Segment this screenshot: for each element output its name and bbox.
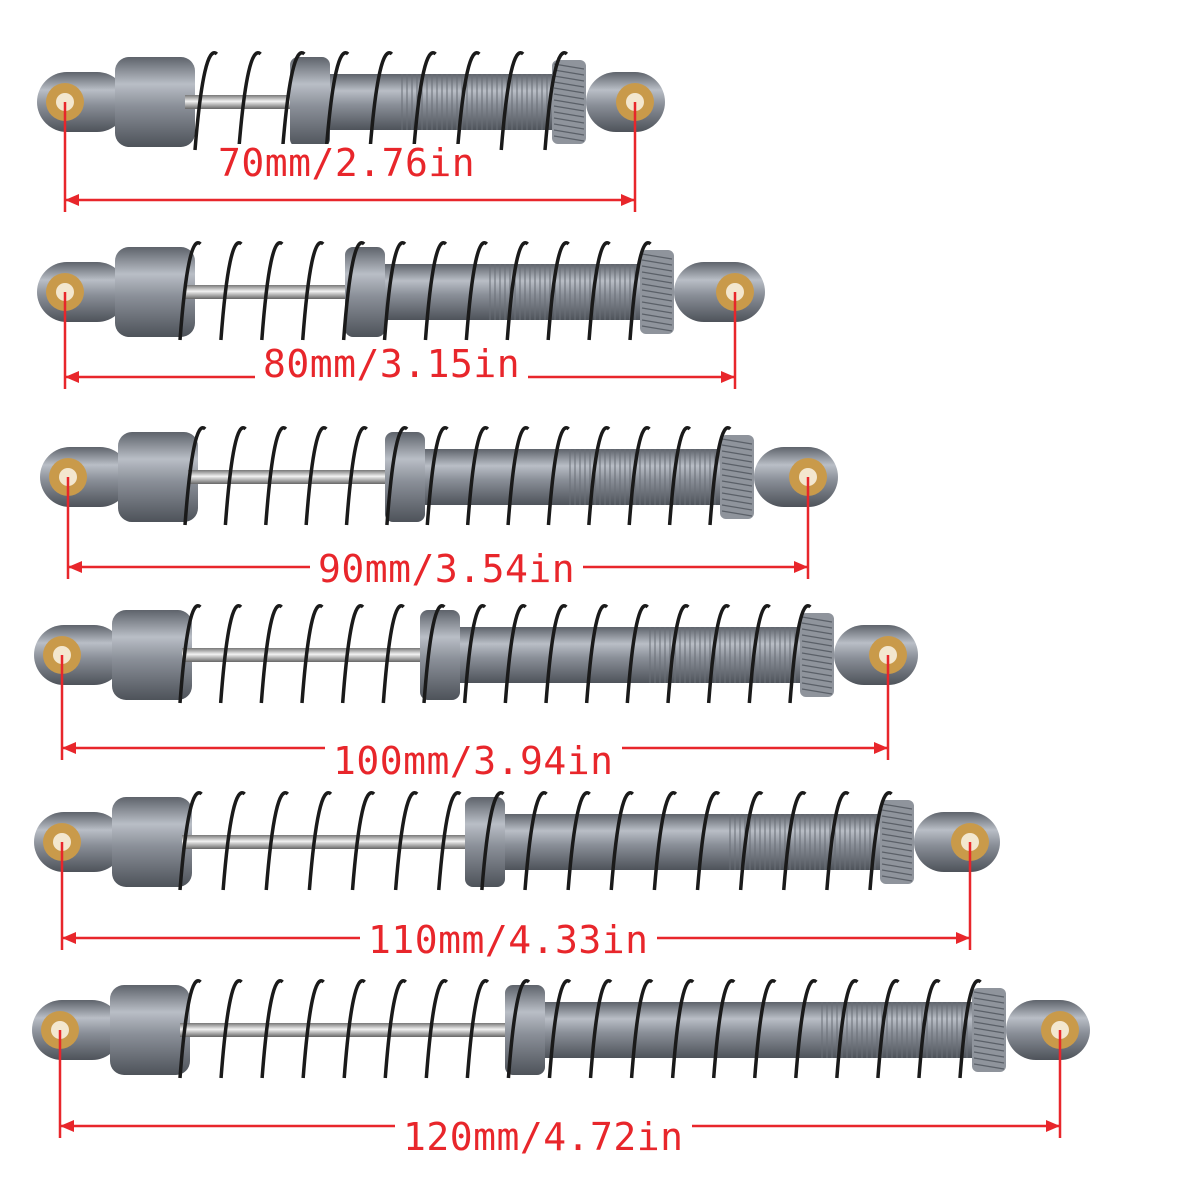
coil-spring	[178, 791, 893, 891]
shock-absorber-90mm	[40, 426, 838, 579]
coil-spring	[183, 426, 732, 526]
cylinder-threads	[649, 627, 796, 683]
coil-spring	[178, 979, 982, 1079]
arrow-left-icon	[62, 742, 76, 754]
arrow-left-icon	[68, 561, 82, 573]
dimension-label-100mm: 100mm/3.94in	[325, 742, 622, 780]
shock-body	[37, 241, 765, 341]
shock-body	[34, 791, 1000, 891]
shock-absorber-80mm	[37, 241, 765, 389]
dimension-label-110mm: 110mm/4.33in	[360, 921, 657, 959]
piston-rod	[185, 285, 385, 299]
shock-absorber-120mm	[32, 979, 1090, 1138]
arrow-left-icon	[60, 1120, 74, 1132]
shock-body	[37, 51, 665, 151]
shock-body	[34, 604, 918, 704]
shock-cylinder	[535, 1002, 972, 1058]
coil-spring	[178, 241, 652, 341]
shock-absorber-100mm	[34, 604, 918, 760]
arrow-right-icon	[794, 561, 808, 573]
shock-absorber-110mm	[34, 791, 1000, 950]
piston-rod	[180, 1023, 545, 1037]
dimension-line	[63, 102, 637, 212]
dimension-label-80mm: 80mm/3.15in	[255, 345, 529, 383]
piston-rod	[182, 835, 505, 849]
shock-body	[32, 979, 1090, 1079]
dimension-label-70mm: 70mm/2.76in	[210, 144, 484, 182]
piston-rod	[182, 648, 460, 662]
arrow-left-icon	[62, 932, 76, 944]
cylinder-threads	[729, 814, 876, 870]
shock-cylinder	[320, 74, 552, 130]
shock-body	[40, 426, 838, 526]
arrow-right-icon	[621, 194, 635, 206]
shock-cylinder	[495, 814, 880, 870]
shock-absorber-70mm	[37, 51, 665, 212]
coil-spring	[193, 51, 569, 151]
shock-cylinder	[415, 449, 720, 505]
coil-spring	[178, 604, 812, 704]
arrow-left-icon	[65, 194, 79, 206]
dimension-label-120mm: 120mm/4.72in	[395, 1118, 692, 1156]
arrow-left-icon	[65, 371, 79, 383]
shock-cylinder	[450, 627, 800, 683]
arrow-right-icon	[1046, 1120, 1060, 1132]
dimension-label-90mm: 90mm/3.54in	[310, 550, 584, 588]
arrow-right-icon	[721, 371, 735, 383]
piston-rod	[188, 470, 425, 484]
arrow-right-icon	[956, 932, 970, 944]
arrow-right-icon	[874, 742, 888, 754]
